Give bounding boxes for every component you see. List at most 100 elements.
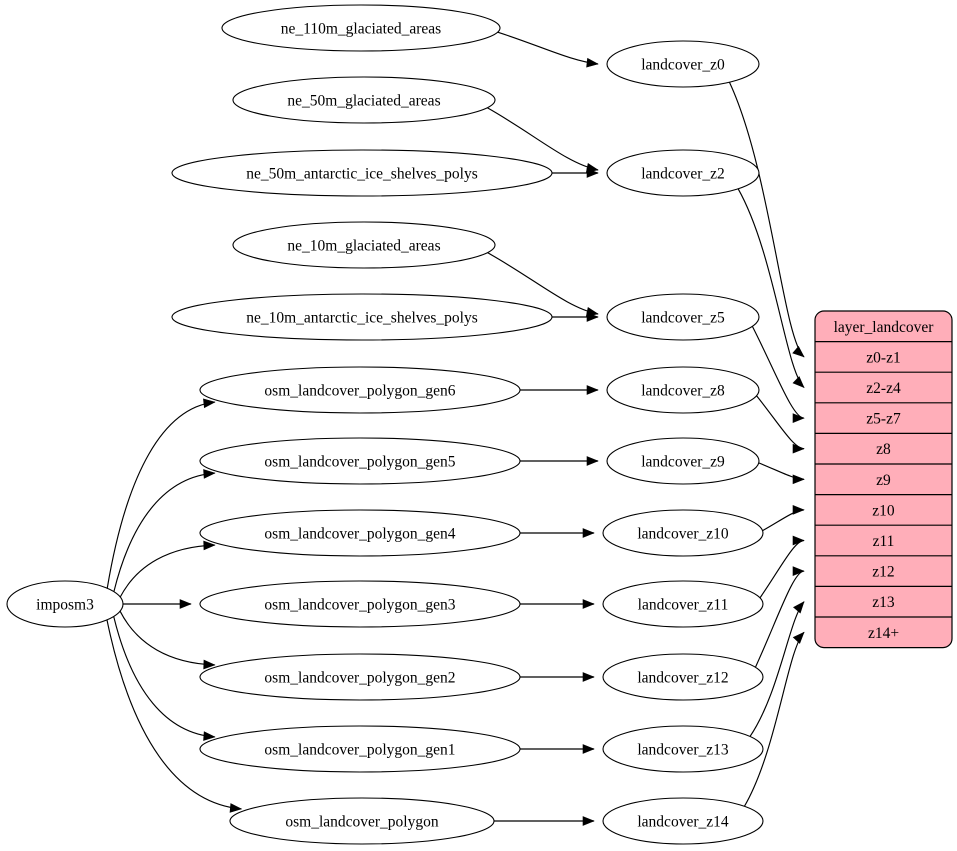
edge-ne_50m_antarctic_ice_shelves_polys-to-landcover_z2-arrowhead (586, 168, 599, 178)
edge-imposm3-to-osm_landcover_polygon_gen5 (113, 472, 215, 592)
layer-table-row-z13[interactable]: z13 (872, 594, 895, 611)
edge-landcover_z12-to-z12-arrowhead (792, 566, 805, 576)
node-ellipse-landcover_z11 (602, 580, 764, 628)
layer-table-row-z5-z7[interactable]: z5-z7 (866, 411, 901, 428)
edge-ne_110m_glaciated_areas-to-landcover_z0-arrowhead (586, 57, 599, 68)
node-ellipse-osm_landcover_polygon_gen6 (199, 366, 521, 414)
node-label-landcover_z5: landcover_z5 (641, 310, 725, 327)
edge-imposm3-to-osm_landcover_polygon_gen6-arrowhead (203, 398, 216, 409)
edge-osm_landcover_polygon_gen4-to-landcover_z10-arrowhead (582, 528, 595, 538)
node-landcover_z11[interactable]: landcover_z11 (602, 580, 764, 628)
edge-imposm3-to-osm_landcover_polygon_gen6 (106, 401, 215, 589)
node-label-osm_landcover_polygon_gen5: osm_landcover_polygon_gen5 (264, 454, 455, 471)
node-landcover_z9[interactable]: landcover_z9 (606, 437, 760, 485)
layer-table-row-z8[interactable]: z8 (876, 441, 891, 458)
edge-landcover_z14-to-z14+-arrowhead (792, 631, 805, 644)
edge-osm_landcover_polygon_gen2-to-landcover_z12-arrowhead (582, 672, 595, 682)
node-ellipse-landcover_z2 (606, 149, 760, 197)
node-ellipse-landcover_z14 (602, 797, 764, 845)
node-label-osm_landcover_polygon_gen4: osm_landcover_polygon_gen4 (264, 526, 455, 543)
edge-imposm3-to-osm_landcover_polygon_gen4-arrowhead (203, 540, 216, 551)
node-imposm3[interactable]: imposm3 (6, 580, 124, 628)
node-osm_landcover_polygon_gen6[interactable]: osm_landcover_polygon_gen6 (199, 366, 521, 414)
node-label-landcover_z0: landcover_z0 (641, 57, 725, 74)
edge-landcover_z0-to-z0-z1-arrowhead (792, 345, 805, 358)
node-landcover_z2[interactable]: landcover_z2 (606, 149, 760, 197)
node-ellipse-imposm3 (6, 580, 124, 628)
edge-imposm3-to-osm_landcover_polygon_gen4 (119, 544, 215, 598)
node-osm_landcover_polygon_gen2[interactable]: osm_landcover_polygon_gen2 (199, 653, 521, 701)
node-landcover_z13[interactable]: landcover_z13 (602, 725, 764, 773)
node-label-ne_50m_glaciated_areas: ne_50m_glaciated_areas (287, 93, 440, 110)
layer-table-row-z14+[interactable]: z14+ (868, 625, 899, 642)
node-ellipse-osm_landcover_polygon_gen5 (199, 437, 521, 485)
edge-osm_landcover_polygon-to-landcover_z14-arrowhead (582, 816, 595, 826)
node-osm_landcover_polygon_gen1[interactable]: osm_landcover_polygon_gen1 (199, 725, 521, 773)
node-ellipse-ne_50m_glaciated_areas (232, 76, 496, 124)
node-ellipse-osm_landcover_polygon_gen3 (199, 580, 521, 628)
node-ellipse-landcover_z8 (606, 366, 760, 414)
node-ne_50m_glaciated_areas[interactable]: ne_50m_glaciated_areas (232, 76, 496, 124)
node-ellipse-ne_110m_glaciated_areas (221, 4, 501, 52)
node-ne_110m_glaciated_areas[interactable]: ne_110m_glaciated_areas (221, 4, 501, 52)
edge-imposm3-to-osm_landcover_polygon-arrowhead (229, 803, 243, 813)
node-osm_landcover_polygon_gen5[interactable]: osm_landcover_polygon_gen5 (199, 437, 521, 485)
layer-table-row-z9[interactable]: z9 (876, 472, 891, 489)
edge-imposm3-to-osm_landcover_polygon_gen5-arrowhead (203, 469, 216, 479)
node-ne_50m_antarctic_ice_shelves_polys[interactable]: ne_50m_antarctic_ice_shelves_polys (171, 149, 553, 197)
layer-table-row-z10[interactable]: z10 (872, 502, 895, 519)
edge-imposm3-to-osm_landcover_polygon_gen3-arrowhead (179, 599, 192, 609)
node-landcover_z5[interactable]: landcover_z5 (606, 293, 760, 341)
edge-landcover_z12-to-z12 (754, 570, 805, 668)
nodes-layer: imposm3 ne_110m_glaciated_areas ne_50m_gla… (6, 4, 764, 845)
layer-table-row-z0-z1[interactable]: z0-z1 (866, 349, 900, 366)
node-ne_10m_antarctic_ice_shelves_polys[interactable]: ne_10m_antarctic_ice_shelves_polys (171, 293, 553, 341)
edge-landcover_z8-to-z8 (756, 395, 805, 450)
edge-landcover_z8-to-z8-arrowhead (792, 443, 805, 454)
edge-ne_110m_glaciated_areas-to-landcover_z0 (497, 31, 599, 65)
layer-table-header: layer_landcover (834, 319, 935, 336)
node-label-ne_50m_antarctic_ice_shelves_polys: ne_50m_antarctic_ice_shelves_polys (246, 166, 478, 183)
node-label-landcover_z2: landcover_z2 (641, 166, 725, 183)
node-label-ne_110m_glaciated_areas: ne_110m_glaciated_areas (281, 21, 441, 38)
node-landcover_z10[interactable]: landcover_z10 (602, 509, 764, 557)
edge-landcover_z13-to-z13-arrowhead (793, 601, 805, 614)
layer-table-body (814, 310, 953, 649)
node-osm_landcover_polygon_gen3[interactable]: osm_landcover_polygon_gen3 (199, 580, 521, 628)
node-landcover_z14[interactable]: landcover_z14 (602, 797, 764, 845)
node-label-osm_landcover_polygon_gen3: osm_landcover_polygon_gen3 (264, 597, 455, 614)
edge-imposm3-to-osm_landcover_polygon_gen1-arrowhead (203, 731, 216, 741)
node-landcover_z8[interactable]: landcover_z8 (606, 366, 760, 414)
edge-landcover_z2-to-z2-z4-arrowhead (792, 376, 805, 389)
node-ne_10m_glaciated_areas[interactable]: ne_10m_glaciated_areas (232, 221, 496, 269)
node-landcover_z12[interactable]: landcover_z12 (602, 653, 764, 701)
edge-landcover_z14-to-z14+ (743, 631, 805, 807)
node-ellipse-osm_landcover_polygon (229, 797, 495, 845)
edge-landcover_z10-to-z10-arrowhead (792, 505, 805, 515)
node-ellipse-landcover_z5 (606, 293, 760, 341)
edges-layer (106, 31, 805, 826)
node-label-landcover_z9: landcover_z9 (641, 454, 725, 471)
node-label-landcover_z10: landcover_z10 (637, 526, 728, 543)
edge-osm_landcover_polygon_gen3-to-landcover_z11-arrowhead (582, 599, 595, 609)
node-label-osm_landcover_polygon: osm_landcover_polygon (285, 814, 439, 831)
node-landcover_z0[interactable]: landcover_z0 (606, 40, 760, 88)
layer-table-row-z12[interactable]: z12 (872, 564, 894, 581)
node-ellipse-landcover_z9 (606, 437, 760, 485)
edge-imposm3-to-osm_landcover_polygon (106, 619, 242, 810)
node-ellipse-landcover_z0 (606, 40, 760, 88)
layer-table-row-z2-z4[interactable]: z2-z4 (866, 380, 901, 397)
node-osm_landcover_polygon_gen4[interactable]: osm_landcover_polygon_gen4 (199, 509, 521, 557)
edge-osm_landcover_polygon_gen6-to-landcover_z8-arrowhead (586, 385, 599, 395)
node-osm_landcover_polygon[interactable]: osm_landcover_polygon (229, 797, 495, 845)
edge-landcover_z2-to-z2-z4 (737, 188, 805, 388)
node-label-landcover_z11: landcover_z11 (638, 597, 729, 614)
node-ellipse-ne_10m_antarctic_ice_shelves_polys (171, 293, 553, 341)
node-label-landcover_z8: landcover_z8 (641, 383, 725, 400)
node-label-osm_landcover_polygon_gen1: osm_landcover_polygon_gen1 (264, 742, 455, 759)
edge-osm_landcover_polygon_gen1-to-landcover_z13-arrowhead (582, 744, 595, 754)
node-ellipse-osm_landcover_polygon_gen1 (199, 725, 521, 773)
layer-table-row-z11[interactable]: z11 (873, 533, 895, 550)
